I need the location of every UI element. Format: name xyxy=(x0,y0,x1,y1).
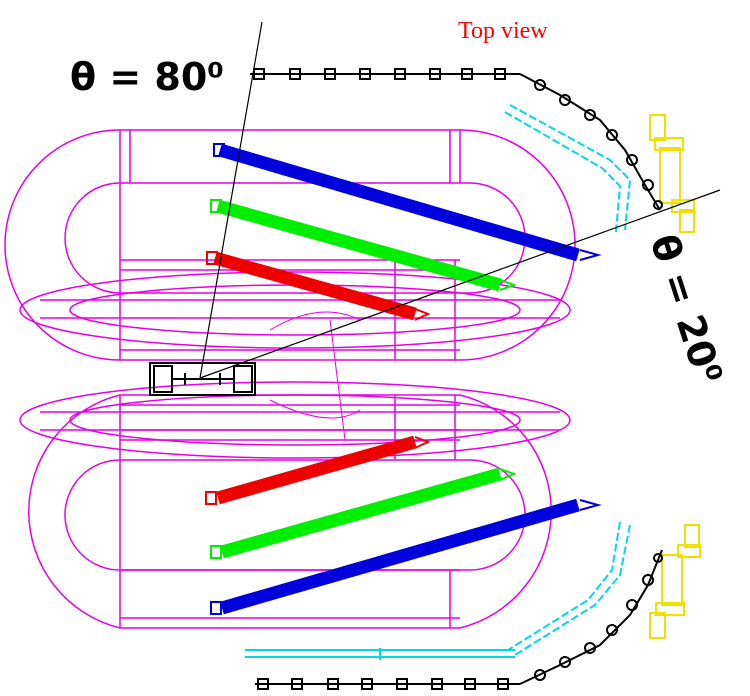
lower-yellow-detector xyxy=(649,524,701,639)
theta-20-label: θ = 20⁰ xyxy=(641,229,730,389)
theta-80-line xyxy=(199,21,263,379)
target-box xyxy=(149,362,256,396)
upper-yellow-detector xyxy=(649,114,695,233)
upper-black-detector xyxy=(250,68,663,211)
lower-red-chamber xyxy=(205,435,431,505)
upper-cyan-detector xyxy=(504,104,632,233)
theta-20-line xyxy=(199,189,721,379)
angle-lines xyxy=(199,21,721,379)
lower-blue-chamber xyxy=(210,498,602,615)
lower-black-detector xyxy=(255,549,663,690)
central-field-lines xyxy=(269,311,361,441)
upper-red-chamber xyxy=(206,251,431,321)
theta-80-label: θ = 80⁰ xyxy=(70,55,224,99)
lower-cyan-detector xyxy=(245,521,631,660)
upper-blue-chamber xyxy=(213,143,602,262)
diagram-title: Top view xyxy=(458,18,548,44)
lower-green-chamber xyxy=(210,467,517,559)
lower-magnet-coil xyxy=(19,381,571,629)
upper-green-chamber xyxy=(210,199,517,292)
